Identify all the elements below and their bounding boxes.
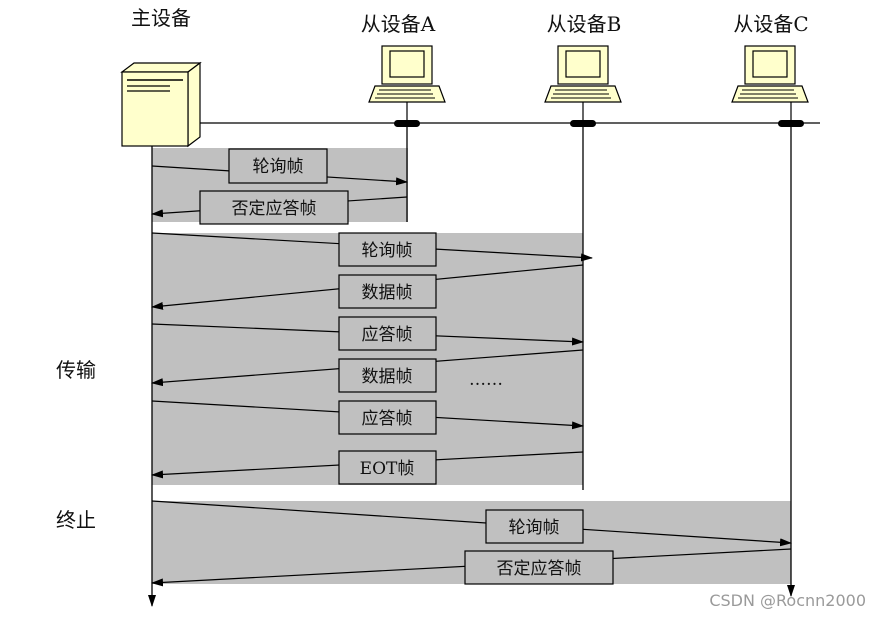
- slave-b-computer-icon: [544, 45, 622, 103]
- label-master: 主设备: [131, 6, 191, 30]
- bus-connector-c: [778, 120, 804, 127]
- watermark: CSDN @Rocnn2000: [709, 591, 866, 610]
- msg-data-2: 数据帧: [362, 367, 413, 387]
- slave-a-computer-icon: [368, 45, 446, 103]
- msg-ack-1: 应答帧: [362, 325, 413, 345]
- arrow-poll-c: [151, 500, 792, 547]
- msg-nak-a: 否定应答帧: [232, 199, 317, 219]
- msg-ack-2: 应答帧: [362, 409, 413, 429]
- master-server-icon: [120, 61, 202, 148]
- msg-poll-c: 轮询帧: [509, 518, 560, 538]
- msg-poll-b: 轮询帧: [362, 241, 413, 261]
- msg-poll-a: 轮询帧: [253, 157, 304, 177]
- phase-terminate: 终止: [56, 508, 96, 532]
- msg-ellipsis: ……: [469, 370, 503, 390]
- label-slave-c: 从设备C: [733, 12, 808, 36]
- phase-transfer: 传输: [56, 358, 96, 382]
- slave-c-computer-icon: [731, 45, 809, 103]
- bus-connector-b: [570, 120, 596, 127]
- bus-connector-a: [394, 120, 420, 127]
- msg-data-1: 数据帧: [362, 283, 413, 303]
- msg-nak-c: 否定应答帧: [497, 559, 582, 579]
- msg-eot: EOT帧: [360, 459, 415, 479]
- label-slave-b: 从设备B: [547, 12, 622, 36]
- label-slave-a: 从设备A: [361, 12, 436, 36]
